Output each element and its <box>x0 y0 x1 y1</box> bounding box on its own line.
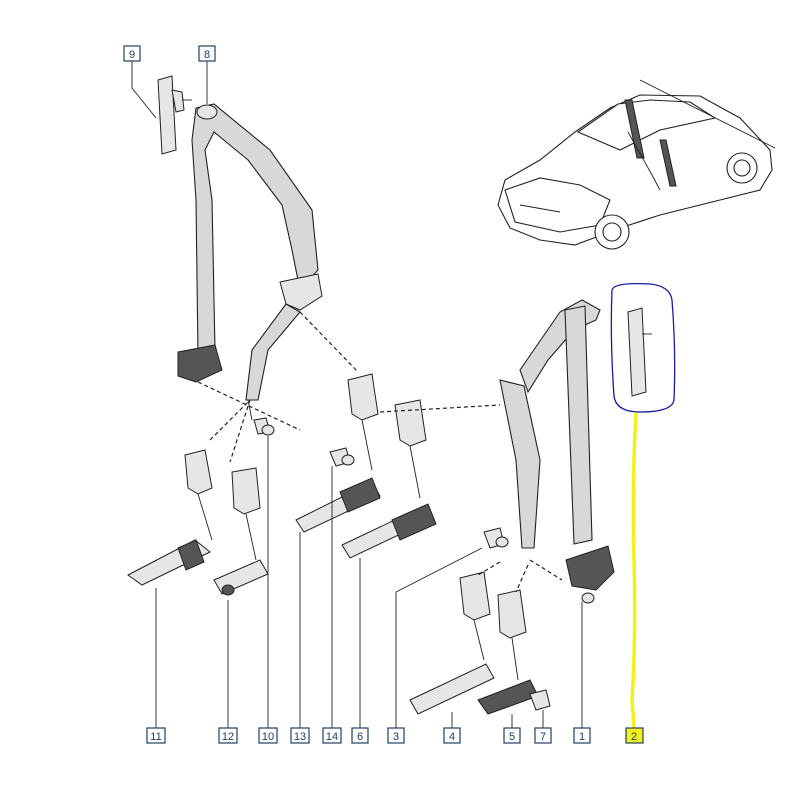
height-adjuster-bracket-right <box>627 307 652 397</box>
callout-13: 13 <box>290 727 310 744</box>
highlight-outline <box>610 282 676 413</box>
height-adjuster-bracket-left <box>157 75 192 155</box>
callout-5: 5 <box>503 727 521 744</box>
callout-label-13: 13 <box>294 731 306 743</box>
front-belt-left <box>177 103 323 421</box>
highlight-marker <box>630 412 638 730</box>
callout-label-5: 5 <box>509 731 515 743</box>
callout-label-1: 1 <box>579 731 585 743</box>
callouts: 9 8 11 12 10 13 14 6 3 4 5 7 1 2 <box>123 45 644 744</box>
callout-label-7: 7 <box>540 731 546 743</box>
bolt-3 <box>483 527 509 549</box>
callout-label-12: 12 <box>222 731 234 743</box>
callout-label-2: 2 <box>631 731 637 743</box>
callout-12: 12 <box>218 727 238 744</box>
assembly-lines <box>197 311 563 593</box>
bolt-7 <box>529 689 551 711</box>
callout-10: 10 <box>258 727 278 744</box>
callout-label-14: 14 <box>326 731 338 743</box>
callout-6: 6 <box>351 727 369 744</box>
callout-leaders <box>131 61 583 728</box>
callout-label-8: 8 <box>204 49 210 61</box>
callout-label-9: 9 <box>129 49 135 61</box>
callout-label-11: 11 <box>150 731 161 743</box>
callout-label-4: 4 <box>449 731 455 743</box>
callout-2: 2 <box>625 727 644 744</box>
callout-7: 7 <box>534 727 552 744</box>
bolt-14 <box>329 447 355 467</box>
callout-9: 9 <box>123 45 141 62</box>
callout-11: 11 <box>146 727 166 744</box>
callout-1: 1 <box>573 727 591 744</box>
buckle-central-13 <box>295 373 381 533</box>
front-belt-right <box>499 299 615 604</box>
anchor-bolt-10 <box>253 417 275 436</box>
callout-label-10: 10 <box>262 731 274 743</box>
callout-3: 3 <box>387 727 405 744</box>
callout-14: 14 <box>322 727 342 744</box>
callout-label-6: 6 <box>357 731 363 743</box>
buckle-central-6 <box>341 399 437 559</box>
callout-8: 8 <box>198 45 216 62</box>
buckle-12 <box>213 467 269 596</box>
car-illustration <box>497 79 776 250</box>
buckle-4 <box>409 571 495 715</box>
callout-4: 4 <box>443 727 461 744</box>
callout-label-3: 3 <box>393 731 399 743</box>
annotations <box>610 282 676 730</box>
buckle-11 <box>127 449 213 586</box>
